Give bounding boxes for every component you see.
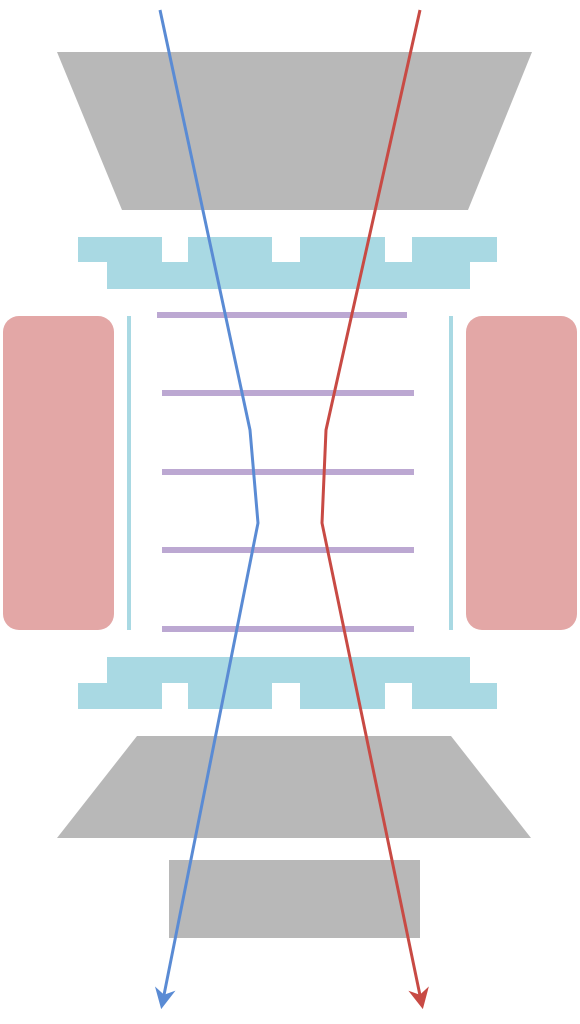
plate-stack — [157, 312, 414, 632]
right-pad — [466, 316, 577, 630]
right-sidebar — [449, 316, 453, 630]
plate — [162, 626, 414, 632]
left-sidebar — [127, 316, 131, 630]
bottom-block — [169, 860, 420, 938]
upper-bracket — [78, 237, 497, 289]
lower-trapezoid — [57, 736, 531, 838]
plate — [162, 547, 414, 553]
plate — [157, 312, 407, 318]
left-pad — [3, 316, 114, 630]
plate — [162, 469, 414, 475]
blue-ray — [154, 9, 260, 1010]
upper-trapezoid — [57, 52, 532, 210]
lower-bracket — [78, 657, 497, 709]
plate — [162, 390, 414, 396]
red-ray — [320, 9, 429, 1010]
